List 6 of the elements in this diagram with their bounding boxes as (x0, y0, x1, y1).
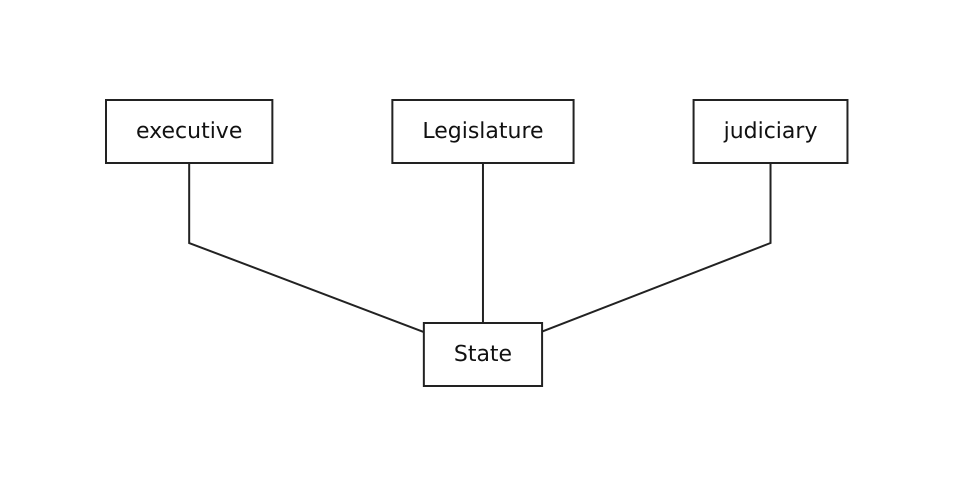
node-box: Legislature (391, 98, 574, 164)
node-box: executive (104, 98, 274, 164)
connector (541, 162, 772, 332)
connector (188, 162, 424, 332)
node-box: State (422, 322, 543, 386)
connector (482, 162, 484, 322)
